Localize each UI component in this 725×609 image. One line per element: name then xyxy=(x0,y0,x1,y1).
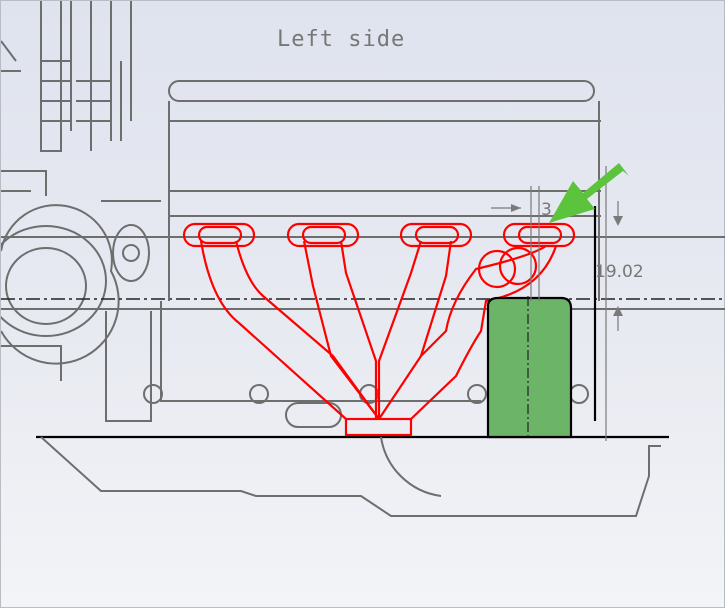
cylinder-head-geometry xyxy=(1,80,725,428)
dimension-lines xyxy=(491,166,623,441)
oil-pan-geometry xyxy=(36,435,669,517)
exhaust-header-selected[interactable] xyxy=(182,222,576,437)
fixed-block[interactable] xyxy=(486,296,573,439)
view-label: Left side xyxy=(277,27,405,52)
dimension-horizontal[interactable]: 3 xyxy=(541,200,552,220)
dimension-vertical[interactable]: 19.02 xyxy=(595,262,644,282)
left-engine-block-geometry xyxy=(1,1,725,422)
callout-arrow-icon xyxy=(549,163,629,223)
